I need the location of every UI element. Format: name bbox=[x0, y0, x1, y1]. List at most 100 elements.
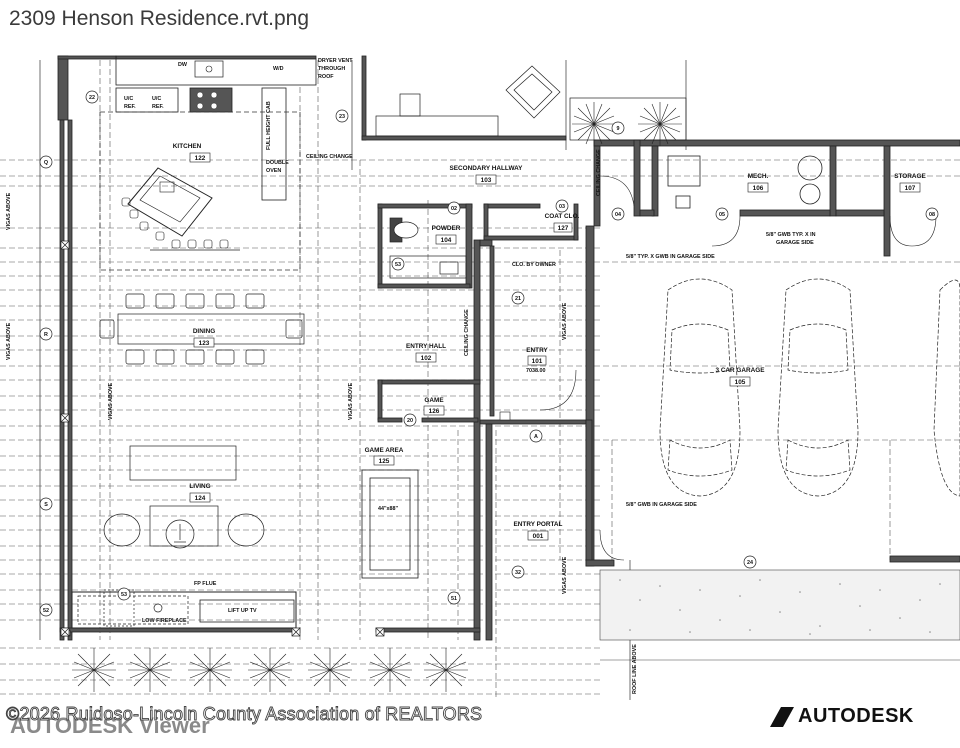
tag-23: 23 bbox=[335, 109, 349, 123]
tags: 22 23 9 03 02 04 05 08 53 21 20 32 51 24… bbox=[39, 90, 939, 617]
living-area bbox=[63, 445, 297, 637]
room-number-entry: 101 bbox=[532, 358, 543, 365]
autodesk-logo-text: AUTODESK bbox=[798, 705, 914, 727]
note-ceiling-change-2: CEILING CHANGE bbox=[596, 149, 602, 196]
room-name-garage: 3 CAR GARAGE bbox=[715, 367, 765, 374]
tag-20: 20 bbox=[403, 413, 417, 427]
room-name-game: GAME bbox=[424, 397, 444, 404]
floor-plan: KITCHEN 122 SECONDARY HALLWAY 103 COAT C… bbox=[0, 55, 960, 700]
note-dryer-vent-2: THROUGH bbox=[318, 66, 345, 72]
note-ceiling-change-1: CEILING CHANGE bbox=[306, 154, 353, 160]
grid-marker-a: A bbox=[529, 429, 543, 443]
room-number-coat-closet: 127 bbox=[558, 225, 569, 232]
note-vigas-above-1: VIGAS ABOVE bbox=[6, 192, 12, 230]
note-clo-by-owner: CLO. BY OWNER bbox=[512, 262, 556, 268]
note-uc-ref-2a: U/C bbox=[152, 96, 161, 102]
room-number-secondary-hallway: 103 bbox=[481, 177, 492, 184]
room-name-kitchen: KITCHEN bbox=[173, 143, 202, 150]
garage-cars bbox=[659, 278, 960, 497]
room-name-entry-portal: ENTRY PORTAL bbox=[514, 521, 563, 528]
note-ceiling-change-3: CEILING CHANGE bbox=[464, 309, 470, 356]
copyright-watermark: ©2026 Ruidoso-Lincoln County Association… bbox=[6, 704, 483, 725]
tag-53b: 53 bbox=[117, 587, 131, 601]
note-vigas-above-2: VIGAS ABOVE bbox=[6, 322, 12, 360]
tag-52: 52 bbox=[39, 603, 53, 617]
mech-fixtures bbox=[667, 155, 823, 209]
svg-text:53: 53 bbox=[121, 592, 127, 598]
note-fp-flue: FP FLUE bbox=[194, 581, 217, 587]
svg-text:S: S bbox=[44, 502, 48, 508]
tag-03: 03 bbox=[555, 199, 569, 213]
tag-05: 05 bbox=[715, 207, 729, 221]
room-number-game: 126 bbox=[429, 408, 440, 415]
room-name-living: LIVING bbox=[189, 483, 210, 490]
room-number-entry-hall: 102 bbox=[421, 355, 432, 362]
svg-text:23: 23 bbox=[339, 114, 345, 120]
tag-21: 21 bbox=[511, 291, 525, 305]
svg-text:05: 05 bbox=[719, 212, 725, 218]
room-number-powder: 104 bbox=[441, 237, 452, 244]
note-uc-ref-1a: U/C bbox=[124, 96, 133, 102]
note-double-oven-1: DOUBLE bbox=[266, 160, 289, 166]
tag-9: 9 bbox=[611, 121, 625, 135]
note-dw: DW bbox=[178, 62, 188, 68]
top-objects bbox=[375, 65, 687, 141]
svg-text:08: 08 bbox=[929, 212, 935, 218]
walls bbox=[57, 55, 960, 641]
svg-text:24: 24 bbox=[747, 560, 753, 566]
svg-text:R: R bbox=[44, 332, 48, 338]
tag-22: 22 bbox=[85, 90, 99, 104]
note-low-fireplace: LOW FIREPLACE bbox=[142, 618, 187, 624]
note-uc-ref-1b: REF. bbox=[124, 104, 136, 110]
room-number-storage: 107 bbox=[905, 185, 916, 192]
svg-text:04: 04 bbox=[615, 212, 621, 218]
room-name-coat-closet: COAT CLO. bbox=[545, 213, 580, 220]
entry-post bbox=[499, 411, 511, 421]
title-bar: 2309 Henson Residence.rvt.png bbox=[0, 0, 960, 48]
note-dryer-vent-3: ROOF bbox=[318, 74, 334, 80]
plants bbox=[72, 102, 682, 692]
svg-text:51: 51 bbox=[451, 596, 457, 602]
note-vigas-above-4: VIGAS ABOVE bbox=[348, 382, 354, 420]
note-full-height-cab: FULL HEIGHT CAB bbox=[266, 101, 272, 150]
room-name-mech: MECH. bbox=[748, 173, 769, 180]
room-name-powder: POWDER bbox=[432, 225, 461, 232]
room-name-dining: DINING bbox=[193, 328, 215, 335]
viewer-brand: AUTODESK Viewer bbox=[10, 713, 210, 738]
grid-marker-q: Q bbox=[39, 155, 53, 169]
note-wd: W/D bbox=[273, 66, 284, 72]
svg-text:03: 03 bbox=[559, 204, 565, 210]
gravel-dots bbox=[619, 579, 941, 635]
note-roof-line-above: ROOF LINE ABOVE bbox=[632, 644, 638, 694]
svg-text:A: A bbox=[534, 434, 538, 440]
powder-fixtures bbox=[389, 217, 467, 279]
grid-marker-s: S bbox=[39, 497, 53, 511]
grid-marker-r: R bbox=[39, 327, 53, 341]
room-number-entry-portal: 001 bbox=[533, 533, 544, 540]
room-name-secondary-hallway: SECONDARY HALLWAY bbox=[450, 165, 524, 172]
annotations: DW W/D DRYER VENT THROUGH ROOF U/C REF. … bbox=[6, 58, 816, 694]
note-table-size: 44"x88" bbox=[378, 506, 399, 512]
room-number-dining: 123 bbox=[199, 340, 210, 347]
svg-text:02: 02 bbox=[451, 206, 457, 212]
note-gwb-typ-1a: 5/8" GWB TYP. X IN bbox=[766, 232, 816, 238]
note-gwb-typ-1b: GARAGE SIDE bbox=[776, 240, 814, 246]
room-name-storage: STORAGE bbox=[894, 173, 926, 180]
note-elevation: 7038.00 bbox=[526, 368, 546, 374]
svg-text:53: 53 bbox=[395, 262, 401, 268]
note-dryer-vent-1: DRYER VENT bbox=[318, 58, 353, 64]
note-vigas-above-3: VIGAS ABOVE bbox=[108, 382, 114, 420]
svg-text:20: 20 bbox=[407, 418, 413, 424]
note-vigas-above-5: VIGAS ABOVE bbox=[562, 302, 568, 340]
file-title: 2309 Henson Residence.rvt.png bbox=[9, 7, 310, 30]
tag-04: 04 bbox=[611, 207, 625, 221]
room-name-entry-hall: ENTRY HALL bbox=[406, 343, 446, 350]
room-number-living: 124 bbox=[195, 495, 206, 502]
kitchen-area bbox=[99, 58, 317, 271]
svg-text:32: 32 bbox=[515, 570, 521, 576]
room-number-garage: 105 bbox=[735, 379, 746, 386]
room-name-entry: ENTRY bbox=[526, 347, 548, 354]
svg-text:22: 22 bbox=[89, 95, 95, 101]
autodesk-logo: AUTODESK bbox=[770, 705, 914, 728]
svg-text:9: 9 bbox=[617, 126, 620, 132]
